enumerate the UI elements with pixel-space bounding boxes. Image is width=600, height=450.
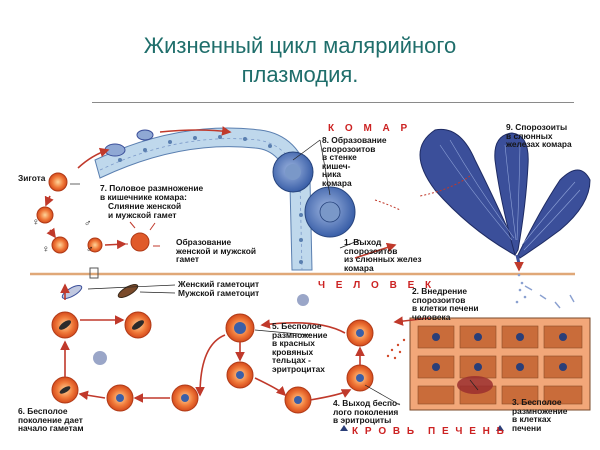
- title-underline: [92, 102, 574, 103]
- mosquito-gametes: [36, 129, 154, 254]
- label-fusion-line-2: и мужской гамет: [108, 209, 177, 220]
- dashed-arrows: [374, 175, 471, 211]
- label-stage-7-line-1: 7. Половое размножение: [100, 183, 204, 193]
- label-stage-2-line-4: человека: [412, 311, 451, 322]
- label-stage-8: 8. Образование спорозоитов в стенке кише…: [322, 136, 387, 188]
- female-symbol-1: ♀: [32, 217, 40, 228]
- label-zygote-text: Зигота: [18, 173, 46, 183]
- label-stage-5-line-5: тельцах -: [272, 355, 311, 366]
- female-symbol-2: ♀: [42, 244, 50, 255]
- label-stage-6: 6. Бесполое поколение дает начало гамета…: [18, 407, 84, 433]
- label-stage-8-line-5: ника: [322, 169, 342, 180]
- merozoite-cluster: [93, 294, 309, 365]
- erythrocyte-nuclei: [116, 322, 364, 404]
- sporozoite-dots: [515, 273, 527, 304]
- label-male-gametocyte-text: Мужской гаметоцит: [178, 288, 260, 298]
- label-stage-5-line-6: эритроцитах: [272, 363, 325, 374]
- label-stage-4: 4. Выход беспо- лого поколения в эритроц…: [333, 399, 400, 425]
- label-stage-6-line-2: поколение дает: [18, 414, 83, 425]
- label-stage-7-line-2: в кишечнике комара:: [100, 191, 187, 202]
- label-stage-6-line-3: начало гаметам: [18, 423, 84, 434]
- label-stage-2-line-2: спорозоитов: [412, 294, 466, 305]
- label-zygote: Зигота: [18, 174, 45, 183]
- cycle-arrows: [44, 126, 524, 403]
- label-stage-5-line-2: размножение: [272, 329, 328, 340]
- host-label-mosquito: К О М А Р: [328, 123, 412, 134]
- label-male-gametocyte: Мужской гаметоцит: [178, 289, 259, 298]
- divider-marker: [89, 267, 99, 279]
- label-stage-9-line-1: 9. Спорозоиты: [506, 122, 568, 132]
- diagram-title-line-1: Жизненный цикл малярийного: [143, 33, 457, 58]
- label-gamete-formation-line-1: Образование: [176, 237, 232, 247]
- merozoite-spray: [386, 338, 406, 360]
- label-stage-1-line-1: 1. Выход: [344, 237, 382, 247]
- label-stage-7: 7. Половое размножение в кишечнике комар…: [100, 184, 203, 201]
- oocysts: [272, 151, 356, 238]
- label-stage-2: 2. Внедрение спорозоитов в клетки печени…: [412, 287, 479, 321]
- label-stage-1: 1. Выход спорозоитов из слюнных желез ко…: [344, 238, 422, 272]
- diagram-title-line-2: плазмодия.: [241, 62, 359, 87]
- label-gamete-formation-line-2: женской и мужской: [176, 245, 257, 256]
- host-label-liver: П Е Ч Е Н Ь: [428, 426, 506, 437]
- label-stage-1-line-3: из слюнных желез: [344, 254, 422, 265]
- male-symbol-2: ♂: [86, 244, 94, 255]
- label-stage-4-line-2: лого поколения: [333, 406, 399, 417]
- label-stage-4-line-3: в эритроциты: [333, 415, 392, 426]
- label-female-gametocyte: Женский гаметоцит: [178, 280, 259, 289]
- label-female-gametocyte-text: Женский гаметоцит: [178, 279, 260, 289]
- label-stage-8-line-6: комара: [322, 177, 352, 188]
- host-markers: [340, 425, 504, 431]
- label-stage-8-line-4: кишеч-: [322, 160, 351, 171]
- liver-tissue: [409, 317, 591, 411]
- sporozoite-rods: [524, 285, 575, 309]
- label-stage-9: 9. Спорозоиты в слюнных железах комара: [506, 123, 572, 149]
- label-stage-8-line-2: спорозоитов: [322, 143, 376, 154]
- label-leader-lines: [70, 139, 479, 406]
- label-stage-5: 5. Бесполое размножение в красных кровян…: [272, 322, 327, 374]
- salivary-glands: [419, 128, 591, 259]
- gland-texture: [439, 139, 581, 251]
- label-fusion: Слияние женской и мужской гамет: [108, 202, 181, 219]
- label-fusion-line-1: Слияние женской: [108, 201, 182, 211]
- label-stage-3-line-1: 3. Бесполое: [512, 397, 562, 407]
- label-stage-3-line-3: в клетках: [512, 414, 552, 425]
- host-label-blood: К Р О В Ь: [352, 426, 417, 437]
- label-stage-4-line-1: 4. Выход беспо-: [333, 398, 400, 408]
- label-stage-3: 3. Бесполое размножение в клетках печени: [512, 398, 567, 432]
- label-gamete-formation-line-3: гамет: [176, 254, 199, 265]
- human-gametocytes: [61, 284, 139, 299]
- label-stage-9-line-2: в слюнных: [506, 130, 553, 141]
- label-stage-8-line-3: в стенке: [322, 152, 357, 163]
- label-stage-5-line-1: 5. Бесполое: [272, 321, 322, 331]
- label-gamete-formation: Образование женской и мужской гамет: [176, 238, 256, 264]
- host-label-human: Ч Е Л О В Е К: [318, 280, 436, 291]
- label-stage-5-line-4: кровяных: [272, 346, 314, 357]
- label-stage-5-line-3: в красных: [272, 338, 315, 349]
- label-stage-3-line-2: размножение: [512, 405, 568, 416]
- label-stage-8-line-1: 8. Образование: [322, 135, 387, 145]
- male-symbol-1: ♂: [84, 218, 92, 229]
- label-stage-2-line-3: в клетки печени: [412, 303, 479, 314]
- label-stage-9-line-3: железах комара: [506, 139, 572, 150]
- gametocytes: [59, 320, 144, 394]
- label-stage-3-line-4: печени: [512, 422, 542, 433]
- label-stage-1-line-4: комара: [344, 262, 374, 273]
- label-stage-1-line-2: спорозоитов: [344, 245, 398, 256]
- label-stage-2-line-1: 2. Внедрение: [412, 286, 468, 296]
- label-stage-6-line-1: 6. Бесполое: [18, 406, 68, 416]
